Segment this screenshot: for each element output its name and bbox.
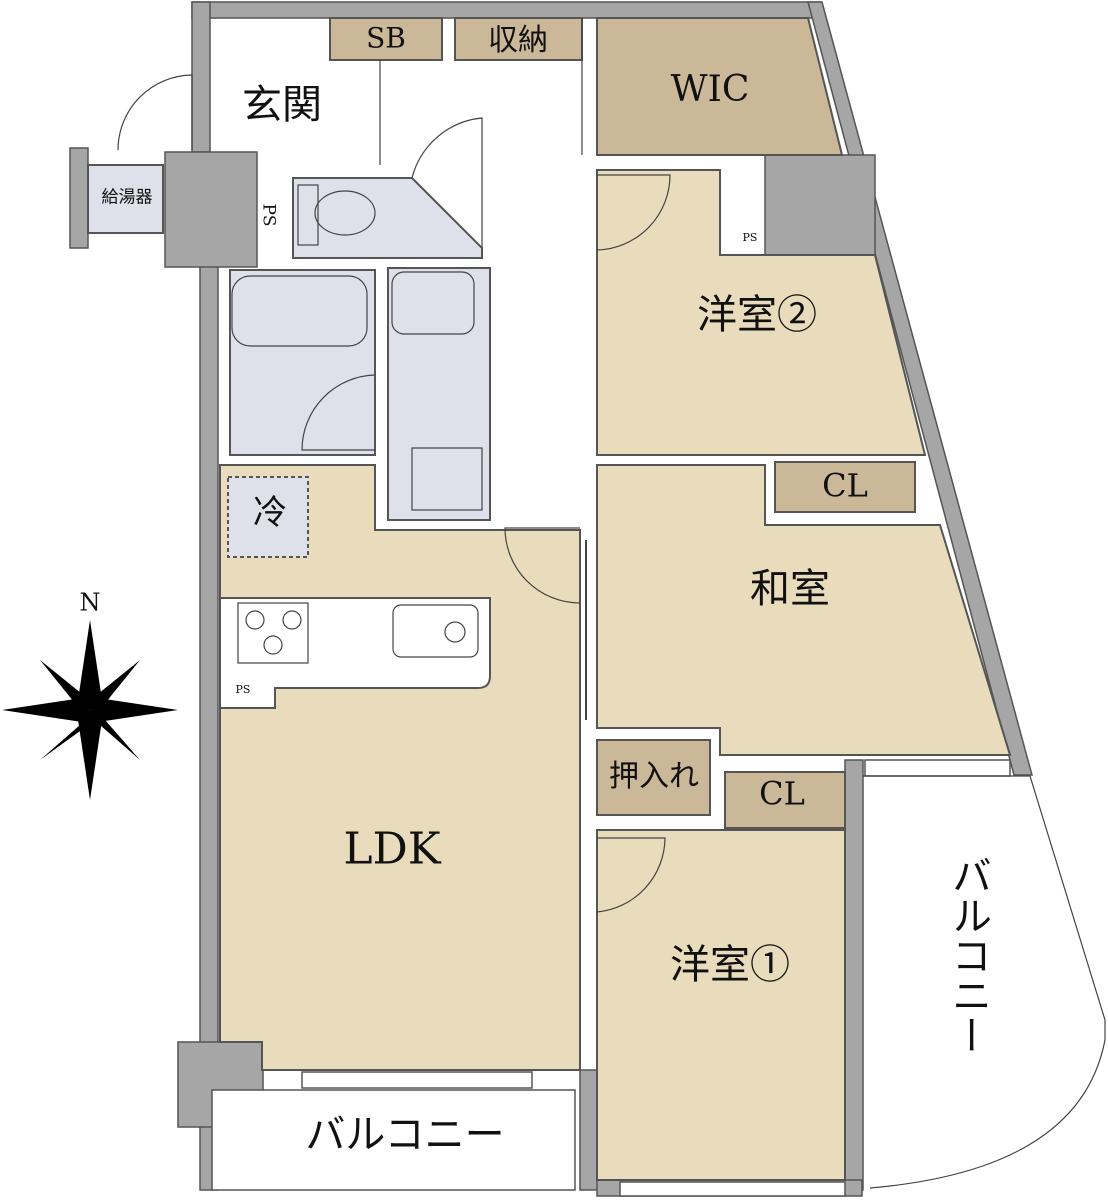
oshiire — [596, 739, 711, 816]
label-western-room-2: 洋室② — [697, 292, 817, 338]
japanese-window — [864, 759, 1011, 777]
stove-icon — [237, 602, 309, 664]
balcony-bottom — [211, 1089, 576, 1191]
label-closet-lower: CL — [759, 775, 805, 813]
front-door[interactable] — [117, 74, 193, 151]
washroom — [387, 267, 491, 521]
closet-lower — [724, 771, 846, 829]
bathtub-icon — [231, 275, 368, 347]
western-room-1 — [596, 829, 846, 1181]
shoe-box — [329, 17, 443, 61]
room2-door[interactable] — [596, 174, 671, 251]
kitchen-sink-icon — [392, 604, 479, 658]
room1-door[interactable] — [596, 837, 666, 913]
washer-pan-icon — [411, 447, 483, 511]
toilet-icon — [297, 184, 319, 246]
wall-left-upper — [191, 1, 211, 153]
wall-room1-right — [844, 759, 864, 1191]
kitchen-counter — [219, 597, 491, 709]
label-fridge: 冷 — [253, 493, 287, 533]
label-ps-room2: PS — [743, 231, 758, 244]
wall-pillar-top — [164, 151, 258, 268]
label-sb: SB — [366, 22, 406, 55]
ldk-window — [301, 1071, 533, 1089]
sink-icon — [391, 271, 475, 335]
label-oshiire: 押入れ — [609, 759, 699, 794]
japanese-room — [596, 464, 1012, 756]
label-western-room-1: 洋室① — [670, 942, 790, 988]
label-storage: 収納 — [488, 23, 548, 58]
toilet-door[interactable] — [411, 117, 483, 248]
wall-top — [191, 1, 821, 19]
walk-in-closet — [596, 17, 844, 156]
balcony-right — [863, 775, 1106, 1189]
label-balcony-bottom: バルコニー — [305, 1112, 504, 1158]
bathroom — [229, 269, 376, 456]
bath-door[interactable] — [301, 374, 376, 451]
label-entrance: 玄関 — [242, 82, 322, 128]
label-closet-upper: CL — [822, 467, 868, 505]
fridge-space — [227, 476, 309, 558]
label-ps-kitchen: PS — [236, 683, 251, 696]
label-balcony-right: バルコニー — [945, 855, 991, 1055]
label-north: N — [80, 589, 101, 617]
toilet-room — [292, 177, 483, 259]
label-water-heater: 給湯器 — [102, 188, 153, 208]
water-heater — [87, 164, 164, 234]
label-ldk: LDK — [343, 824, 441, 875]
ldk-door[interactable] — [504, 527, 581, 604]
wall-pillar-right — [764, 154, 876, 256]
label-ps-top: PS — [259, 203, 279, 226]
label-wic: WIC — [671, 69, 750, 110]
label-japanese-room: 和室 — [750, 566, 830, 612]
western-room-2 — [596, 169, 927, 456]
compass-rose-icon — [2, 620, 178, 800]
room1-window — [619, 1181, 846, 1197]
wall-bottom-mid — [579, 1069, 599, 1191]
wall-heater — [69, 147, 89, 249]
closet-upper — [774, 461, 916, 513]
